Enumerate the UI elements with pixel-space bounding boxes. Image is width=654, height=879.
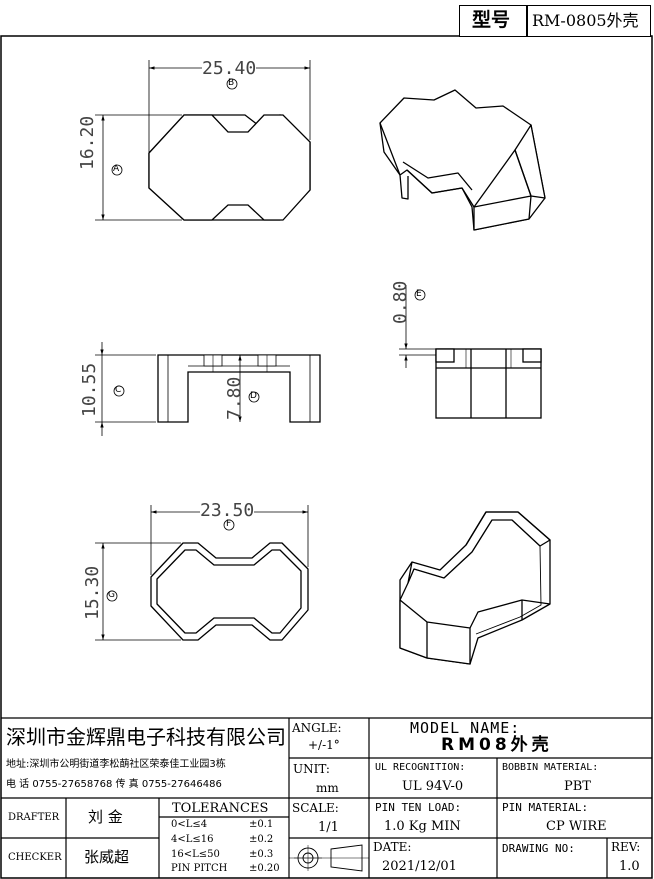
- unit-label: UNIT:: [293, 762, 330, 776]
- tolerances-label: TOLERANCES: [172, 801, 269, 816]
- model-header-label: 型号: [472, 9, 511, 31]
- rev-label: REV:: [611, 840, 641, 854]
- company-address: 地址:深圳市公明街道李松蓢社区荣泰佳工业园3栋: [6, 759, 226, 770]
- tolerance-value: ±0.3: [249, 849, 274, 860]
- model-header-value: RM-0805外壳: [532, 11, 639, 30]
- dim-top-height-tag: A: [113, 164, 120, 174]
- tolerance-range: 16<L≤50: [171, 849, 220, 860]
- dim-top-width-tag: B: [228, 78, 235, 88]
- angle-value: +/-1°: [308, 738, 340, 752]
- front-view: [157, 354, 321, 423]
- pin-material-label: PIN MATERIAL:: [502, 801, 589, 814]
- drafter-label: DRAFTER: [8, 812, 60, 823]
- tolerance-value: ±0.2: [249, 834, 274, 845]
- dim-front-height: [95, 342, 156, 436]
- model-name-value: RM08外壳: [441, 735, 553, 755]
- dim-inner-height-tag: D: [250, 391, 257, 401]
- dim-bottom-width-value: 23.50: [200, 500, 255, 521]
- dim-bottom-height-tag: G: [108, 590, 115, 600]
- dim-front-height-value: 10.55: [79, 362, 100, 417]
- side-view-right: [435, 348, 542, 419]
- rev-value: 1.0: [619, 859, 640, 874]
- company-phone: 电 话 0755-27658768 传 真 0755-27646486: [6, 779, 222, 790]
- top-view-notch: [148, 114, 311, 221]
- dim-inner-height-value: 7.80: [224, 376, 245, 420]
- ul-label: UL RECOGNITION:: [375, 762, 466, 773]
- tolerance-range: 4<L≤16: [171, 834, 214, 845]
- pin-load-label: PIN TEN LOAD:: [375, 801, 462, 814]
- dim-gap: [399, 285, 436, 368]
- pin-material-value: CP WIRE: [546, 819, 607, 834]
- model-header-divider: [526, 6, 528, 36]
- tolerance-range: PIN PITCH: [171, 863, 228, 874]
- projection-symbol-icon: [289, 844, 369, 872]
- angle-label: ANGLE:: [292, 721, 342, 735]
- tolerance-value: ±0.20: [249, 863, 280, 874]
- drawing-no-label: DRAWING NO:: [502, 842, 575, 855]
- ul-value: UL 94V-0: [402, 779, 464, 794]
- checker-value: 张威超: [84, 848, 130, 866]
- iso-view-bottom: [399, 511, 551, 665]
- bottom-view: [150, 542, 309, 641]
- dim-bottom-height-value: 15.30: [82, 565, 103, 620]
- bobbin-value: PBT: [564, 779, 591, 794]
- dim-top-height-value: 16.20: [77, 115, 98, 170]
- scale-label: SCALE:: [292, 801, 339, 815]
- dim-gap-value: 0.80: [390, 280, 411, 324]
- dim-top-height: [95, 114, 182, 221]
- tolerance-value: ±0.1: [249, 819, 274, 830]
- dim-top-width-value: 25.40: [202, 58, 257, 79]
- checker-label: CHECKER: [8, 852, 62, 863]
- dim-gap-tag: E: [416, 289, 422, 299]
- title-block-grid: [1, 717, 652, 878]
- scale-value: 1/1: [318, 820, 339, 835]
- pin-load-value: 1.0 Kg MIN: [384, 819, 461, 834]
- drafter-value: 刘 金: [88, 808, 123, 826]
- dim-bottom-width-tag: F: [226, 519, 232, 529]
- date-value: 2021/12/01: [382, 859, 457, 874]
- unit-value: mm: [316, 781, 339, 795]
- dim-front-height-tag: C: [115, 385, 122, 395]
- sheet-border: [0, 35, 653, 879]
- tolerance-range: 0<L≤4: [171, 819, 208, 830]
- model-header-box: 型号 RM-0805外壳: [459, 5, 651, 37]
- dim-bottom-height: [95, 542, 181, 641]
- iso-view-top: [379, 89, 546, 231]
- bobbin-label: BOBBIN MATERIAL:: [502, 762, 599, 773]
- company-name: 深圳市金辉鼎电子科技有限公司: [6, 725, 286, 749]
- date-label: DATE:: [373, 840, 412, 854]
- dim-inner-height: [238, 355, 260, 422]
- model-name-label: MODEL NAME:: [410, 719, 521, 737]
